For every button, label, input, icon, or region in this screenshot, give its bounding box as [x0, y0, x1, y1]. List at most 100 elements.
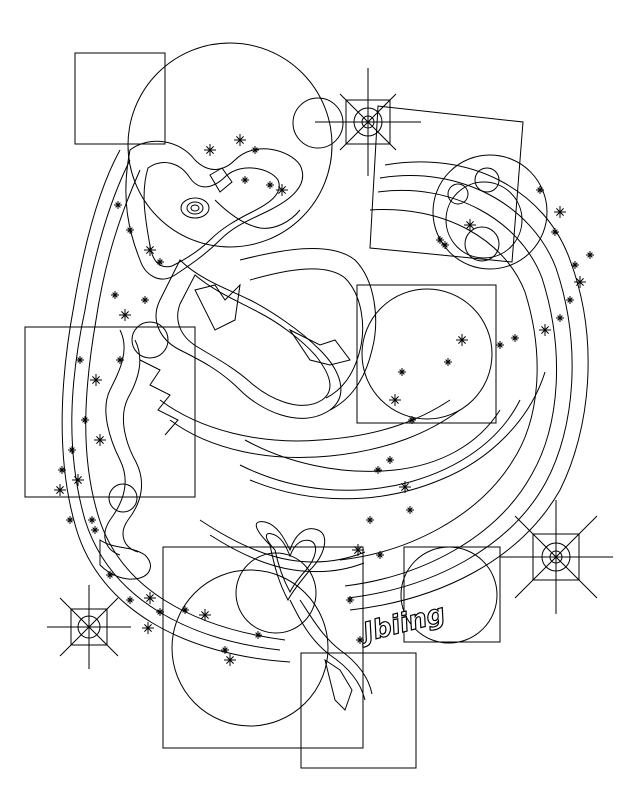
frame-center: [356, 284, 497, 424]
ear: [209, 167, 233, 193]
sparkle-mark: [91, 526, 99, 534]
sparkle-mark: [366, 516, 374, 524]
sparkle-mark: [234, 134, 246, 146]
sparkle-mark: [111, 291, 119, 299]
character-head: [125, 140, 304, 280]
limb-2: [122, 339, 142, 553]
sparkle-mark: [464, 219, 476, 231]
circle-right-dot-2: [447, 183, 469, 205]
sparkle-mark: [68, 446, 76, 454]
circle-right-inner: [445, 181, 523, 259]
belly-line-1: [159, 399, 451, 442]
sparkle-mark: [54, 484, 66, 496]
sparkle-mark: [386, 456, 394, 464]
eye-pupil: [186, 201, 204, 215]
sparkle-mark: [106, 571, 114, 579]
sparkle-mark: [574, 276, 586, 288]
head-outline: [125, 140, 304, 280]
circle-right-lower: [400, 546, 498, 644]
contour-left-2: [85, 169, 286, 641]
contour-right-3: [344, 189, 557, 587]
sparkle-mark: [266, 181, 274, 189]
frame-tilted: [369, 105, 524, 263]
tail-swirl-1: [249, 371, 546, 500]
sparkle-mark: [436, 236, 444, 244]
sparkle-mark: [116, 356, 124, 364]
circle-center: [361, 288, 493, 420]
starburst-emblems: [47, 68, 613, 669]
sparkle-mark: [141, 296, 149, 304]
contour-right-4: [339, 209, 538, 561]
sparkle-field: [54, 134, 594, 666]
character-lower: [199, 519, 373, 711]
circle-left-small: [131, 321, 169, 359]
contour-right-1: [349, 161, 589, 611]
sparkle-mark: [81, 416, 89, 424]
starburst-right: [500, 500, 613, 614]
starburst-top: [315, 68, 421, 176]
circle-right-tiny: [464, 226, 500, 262]
sparkle-mark: [376, 551, 384, 559]
sparkle-mark: [356, 636, 364, 644]
frame-top-left: [74, 52, 166, 145]
sparkle-mark: [398, 368, 406, 376]
sparkle-mark: [156, 258, 164, 266]
eye-core: [190, 204, 200, 212]
leg-right-2: [299, 599, 373, 695]
frame-left: [24, 326, 196, 498]
belly-line-2: [169, 409, 461, 458]
circle-bottom-small: [235, 552, 317, 634]
sparkle-mark: [114, 201, 122, 209]
sparkle-mark: [144, 592, 156, 604]
construction-rectangles: [24, 52, 524, 769]
heart-outer: [255, 521, 326, 602]
sparkle-mark: [204, 144, 216, 156]
sparkle-mark: [66, 516, 74, 524]
sparkle-mark: [566, 296, 574, 304]
sparkle-mark: [76, 356, 84, 364]
sparkle-mark: [241, 176, 249, 184]
sparkle-mark: [144, 244, 156, 256]
wing-feather: [194, 283, 241, 331]
jaw-line: [214, 199, 301, 229]
sparkle-mark: [276, 184, 288, 196]
sparkle-mark: [554, 206, 566, 218]
circle-left-tiny: [108, 483, 138, 513]
sparkle-mark: [221, 646, 229, 654]
leg-right-1: [289, 599, 366, 701]
wing-edge: [239, 247, 377, 411]
sparkle-mark: [511, 334, 519, 342]
sparkle-mark: [399, 481, 411, 493]
head-inner: [143, 162, 280, 268]
character-wing: [155, 247, 377, 419]
sparkle-mark: [496, 341, 504, 349]
sparkle-mark: [406, 506, 414, 514]
circle-bottom: [171, 569, 329, 727]
sparkle-mark: [156, 608, 164, 616]
claw: [324, 658, 353, 711]
wing-inner: [177, 274, 331, 406]
sparkle-mark: [539, 324, 551, 336]
sparkle-mark: [199, 609, 211, 621]
sparkle-mark: [72, 474, 84, 486]
limb-zigzag: [139, 359, 179, 436]
body-contours: [61, 149, 589, 663]
sparkle-mark: [94, 434, 106, 446]
hip-line-2: [209, 534, 365, 573]
contour-left-3: [61, 149, 291, 663]
circle-small-top: [292, 97, 344, 149]
sparkle-mark: [536, 186, 544, 194]
sparkle-mark: [58, 466, 66, 474]
sparkle-mark: [441, 241, 449, 249]
sparkle-mark: [456, 334, 468, 346]
sparkle-mark: [551, 228, 559, 236]
sparkle-mark: [126, 596, 134, 604]
sparkle-mark: [352, 544, 364, 556]
eye: [180, 197, 210, 219]
circle-head: [127, 42, 333, 248]
sparkle-mark: [88, 516, 96, 524]
sparkle-mark: [586, 251, 594, 259]
sparkle-mark: [119, 309, 131, 321]
